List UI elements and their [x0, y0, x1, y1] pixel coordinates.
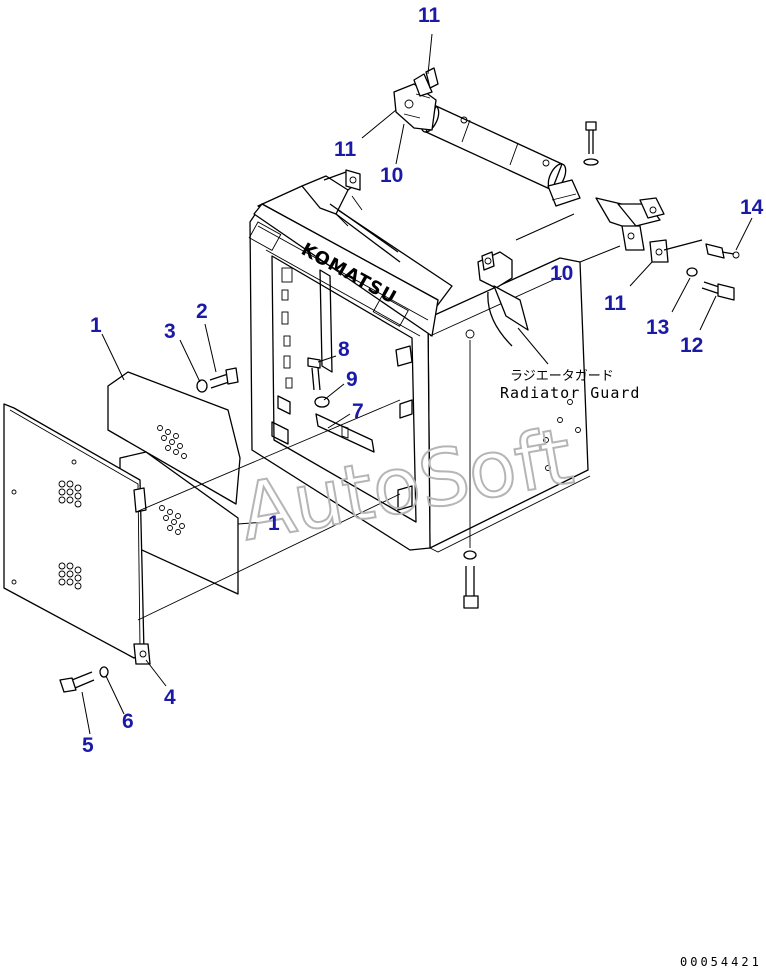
callout-3: 3 [164, 320, 176, 343]
radiator-guard-frame: KOMATSU [248, 185, 591, 553]
assembly-guide-line [137, 493, 401, 621]
panel-upper [107, 371, 241, 505]
callout-11-right: 11 [604, 292, 627, 315]
long-bolt [463, 340, 479, 609]
assembly-guide-line [135, 399, 401, 513]
panel-upper-holes [157, 425, 187, 459]
callout-1-upper: 1 [90, 314, 102, 337]
callout-2: 2 [196, 300, 208, 323]
cross-tube [393, 67, 740, 301]
callout-11-left: 11 [334, 138, 357, 161]
callout-10-right: 10 [550, 262, 573, 285]
panel-front [3, 403, 151, 665]
radiator-guard-label-en: Radiator Guard [500, 384, 640, 402]
callout-14: 14 [740, 196, 764, 219]
callout-8: 8 [338, 338, 350, 361]
bolt-2-washer-3 [196, 367, 239, 393]
callout-1-lower: 1 [268, 512, 280, 535]
callout-9: 9 [346, 368, 358, 391]
callout-11-top: 11 [418, 4, 441, 27]
callout-12: 12 [680, 334, 703, 357]
bolt-8-washer-9 [307, 357, 330, 408]
leader-lines [81, 33, 753, 735]
top-support-assembly [301, 169, 529, 347]
callout-7: 7 [352, 400, 364, 423]
callout-5: 5 [82, 734, 94, 757]
callout-13: 13 [646, 316, 669, 339]
radiator-guard-label-jp: ラジエータガード [510, 369, 614, 384]
bolt-5-washer-6 [59, 666, 109, 693]
callout-4: 4 [164, 686, 176, 709]
document-number: 00054421 [680, 955, 762, 969]
callout-10-left: 10 [380, 164, 403, 187]
callout-6: 6 [122, 710, 134, 733]
